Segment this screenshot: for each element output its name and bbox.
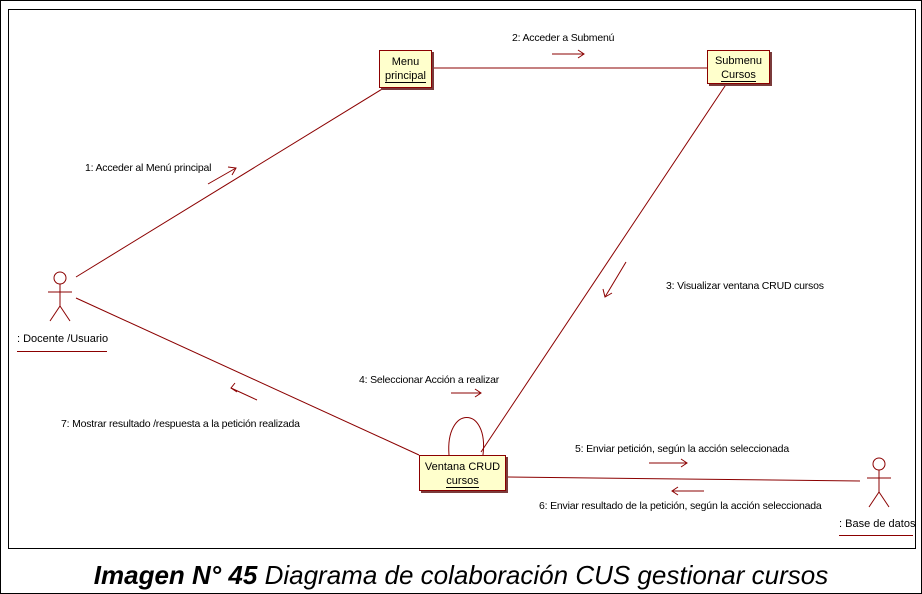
message-5-label: 5: Enviar petición, según la acción sele… xyxy=(575,443,789,455)
diagram-canvas xyxy=(48,49,891,508)
arrow-msg-3 xyxy=(602,261,627,298)
arrow-msg-6 xyxy=(671,486,704,496)
link-submenu-ventana xyxy=(480,82,728,453)
message-7-label: 7: Mostrar resultado /respuesta a la pet… xyxy=(61,418,300,430)
caption-text: Diagrama de colaboración CUS gestionar c… xyxy=(257,560,829,590)
node-ventana-crud: Ventana CRUD cursos xyxy=(419,455,506,491)
node-ventana-line2: cursos xyxy=(446,475,479,488)
node-menu-line2: principal xyxy=(385,70,426,83)
node-menu-principal: Menu principal xyxy=(379,50,432,88)
self-loop-ventana xyxy=(448,417,485,456)
arrow-msg-7 xyxy=(230,382,258,401)
link-docente-menu xyxy=(75,82,393,278)
collaboration-diagram: Menu principal Submenu Cursos Ventana CR… xyxy=(8,9,916,549)
node-menu-line1: Menu xyxy=(391,56,420,68)
arrow-msg-5 xyxy=(649,458,688,468)
node-submenu-cursos: Submenu Cursos xyxy=(707,50,770,84)
actor-base-label: : Base de datos xyxy=(839,518,916,530)
figure-caption: Imagen N° 45 Diagrama de colaboración CU… xyxy=(0,556,922,594)
actor-docente-label: : Docente /Usuario xyxy=(17,333,109,345)
actor-docente-icon xyxy=(48,271,72,322)
link-docente-ventana xyxy=(75,297,420,456)
message-6-label: 6: Enviar resultado de la petición, segú… xyxy=(539,500,822,512)
arrow-msg-1 xyxy=(207,166,237,185)
arrow-msg-2 xyxy=(552,49,585,59)
arrow-msg-4 xyxy=(451,388,482,398)
actor-docente-underline xyxy=(17,351,107,352)
message-1-label: 1: Acceder al Menú principal xyxy=(85,162,212,174)
caption-number: Imagen N° 45 xyxy=(93,560,258,590)
node-submenu-line1: Submenu xyxy=(714,55,763,67)
message-4-label: 4: Seleccionar Acción a realizar xyxy=(359,374,500,386)
node-submenu-line2: Cursos xyxy=(721,69,756,82)
actor-base-icon xyxy=(867,457,891,508)
message-3-label: 3: Visualizar ventana CRUD cursos xyxy=(666,280,824,292)
node-ventana-line1: Ventana CRUD xyxy=(424,461,501,473)
link-ventana-base xyxy=(505,476,861,482)
message-2-label: 2: Acceder a Submenú xyxy=(512,32,615,44)
actor-base-underline xyxy=(839,535,913,536)
